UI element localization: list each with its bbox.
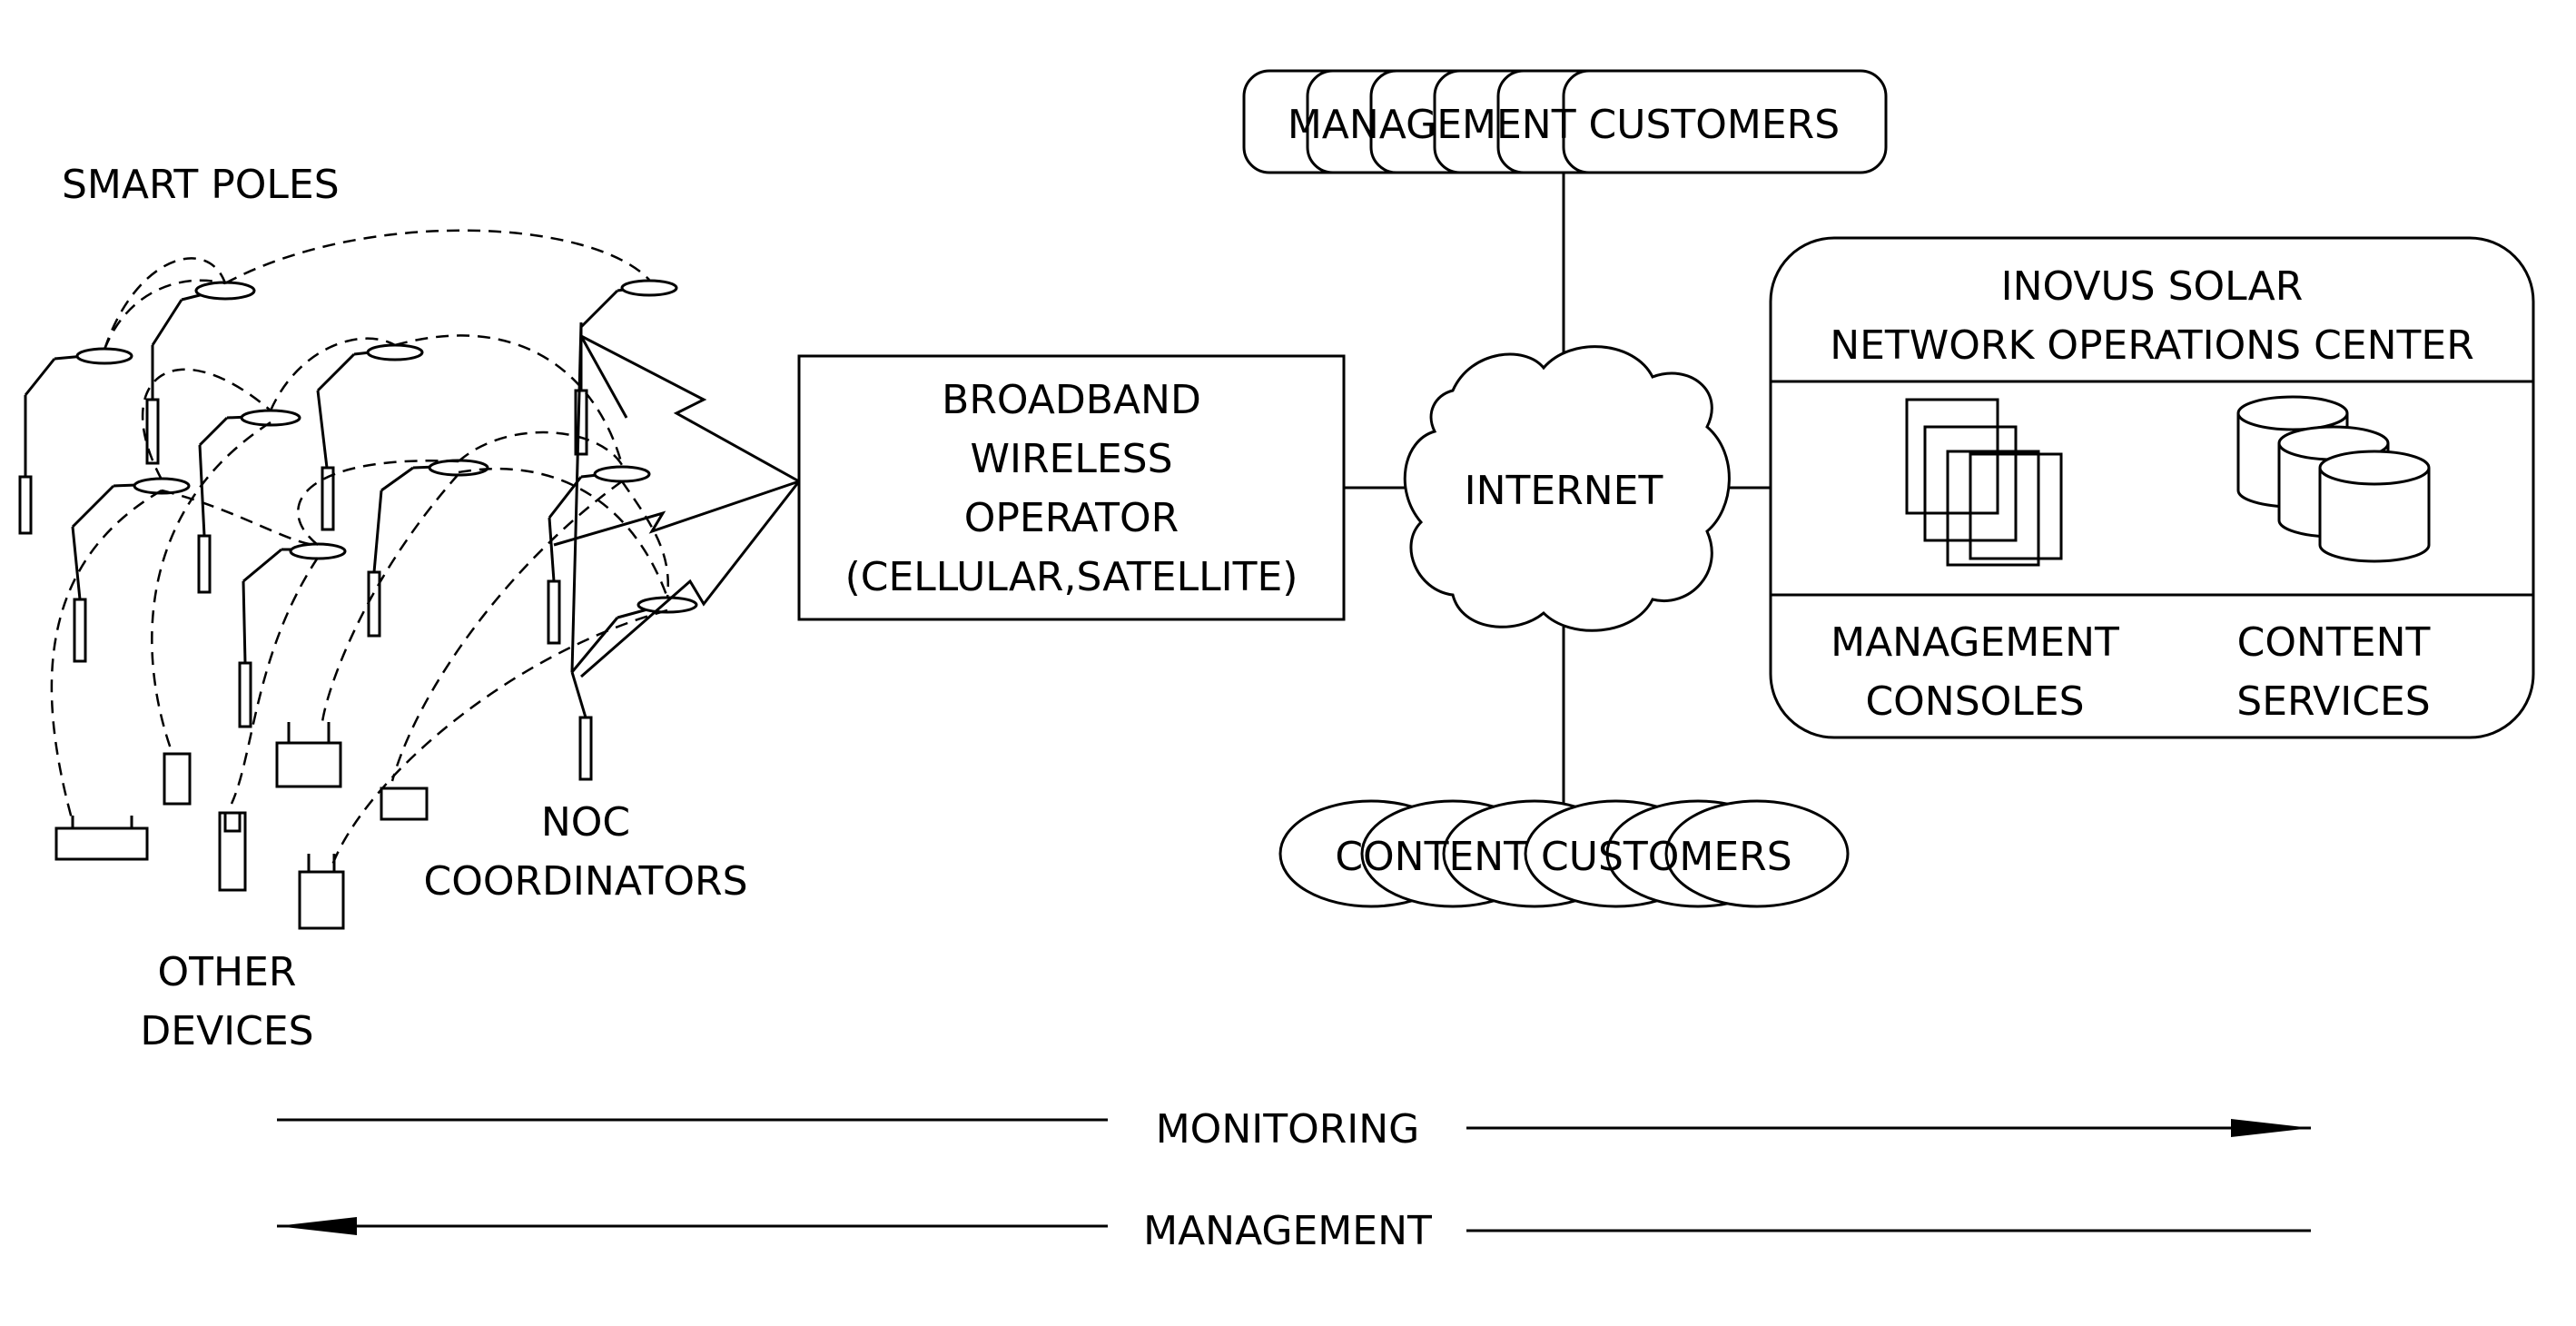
smart-poles-group xyxy=(18,279,698,781)
device-sensor xyxy=(163,752,192,806)
smart-pole xyxy=(367,459,489,638)
content-services-label-2: SERVICES xyxy=(2236,678,2430,725)
smart-poles-label: SMART POLES xyxy=(62,162,340,208)
smart-pole xyxy=(574,279,678,456)
internet-cloud: INTERNET xyxy=(1403,345,1731,632)
noc-title-1: INOVUS SOLAR xyxy=(2001,263,2304,310)
other-devices-label-2: DEVICES xyxy=(140,1008,313,1054)
device-gateway xyxy=(298,854,345,930)
smart-pole xyxy=(71,477,191,663)
noc-coordinators-label-1: NOC xyxy=(541,799,630,846)
content-customers-label: CONTENT CUSTOMERS xyxy=(1335,834,1791,880)
device-small xyxy=(380,787,429,821)
monitoring-arrow: MONITORING xyxy=(277,1106,2311,1153)
smart-pole xyxy=(316,343,424,531)
internet-label: INTERNET xyxy=(1465,468,1663,514)
management-consoles-icon xyxy=(1905,398,2063,567)
other-devices-label-1: OTHER xyxy=(158,949,297,995)
management-label: MANAGEMENT xyxy=(1143,1208,1432,1254)
content-services-label-1: CONTENT xyxy=(2237,619,2431,666)
management-arrow: MANAGEMENT xyxy=(277,1208,2311,1254)
other-devices-group xyxy=(54,722,429,930)
mesh-links xyxy=(50,229,669,868)
content-customers-stack: CONTENT CUSTOMERS xyxy=(1278,799,1850,908)
content-services-icon xyxy=(2236,395,2431,563)
noc-center-box: INOVUS SOLAR NETWORK OPERATIONS CENTER M… xyxy=(1769,236,2535,739)
noc-coordinator xyxy=(553,322,801,678)
management-consoles-label-1: MANAGEMENT xyxy=(1831,619,2119,666)
management-customers-label: MANAGEMENT CUSTOMERS xyxy=(1288,102,1840,148)
smart-pole xyxy=(570,596,698,781)
noc-title-2: NETWORK OPERATIONS CENTER xyxy=(1830,322,2474,369)
monitoring-label: MONITORING xyxy=(1156,1106,1420,1153)
broadband-label-2: WIRELESS xyxy=(970,436,1172,482)
broadband-operator-box: BROADBAND WIRELESS OPERATOR (CELLULAR,SA… xyxy=(797,354,1346,621)
device-hub xyxy=(275,722,342,788)
smart-pole xyxy=(547,465,651,645)
device-meter xyxy=(218,811,247,892)
noc-coordinators-label-2: COORDINATORS xyxy=(423,858,747,905)
management-customers-stack: MANAGEMENT CUSTOMERS xyxy=(1242,69,1888,174)
device-router xyxy=(54,816,149,861)
broadband-label-3: OPERATOR xyxy=(964,495,1179,541)
smart-pole xyxy=(145,281,256,465)
broadband-label-4: (CELLULAR,SATELLITE) xyxy=(845,554,1298,600)
management-consoles-label-2: CONSOLES xyxy=(1865,678,2084,725)
smart-pole xyxy=(18,347,133,535)
broadband-label-1: BROADBAND xyxy=(942,377,1201,423)
smart-pole xyxy=(238,542,347,728)
